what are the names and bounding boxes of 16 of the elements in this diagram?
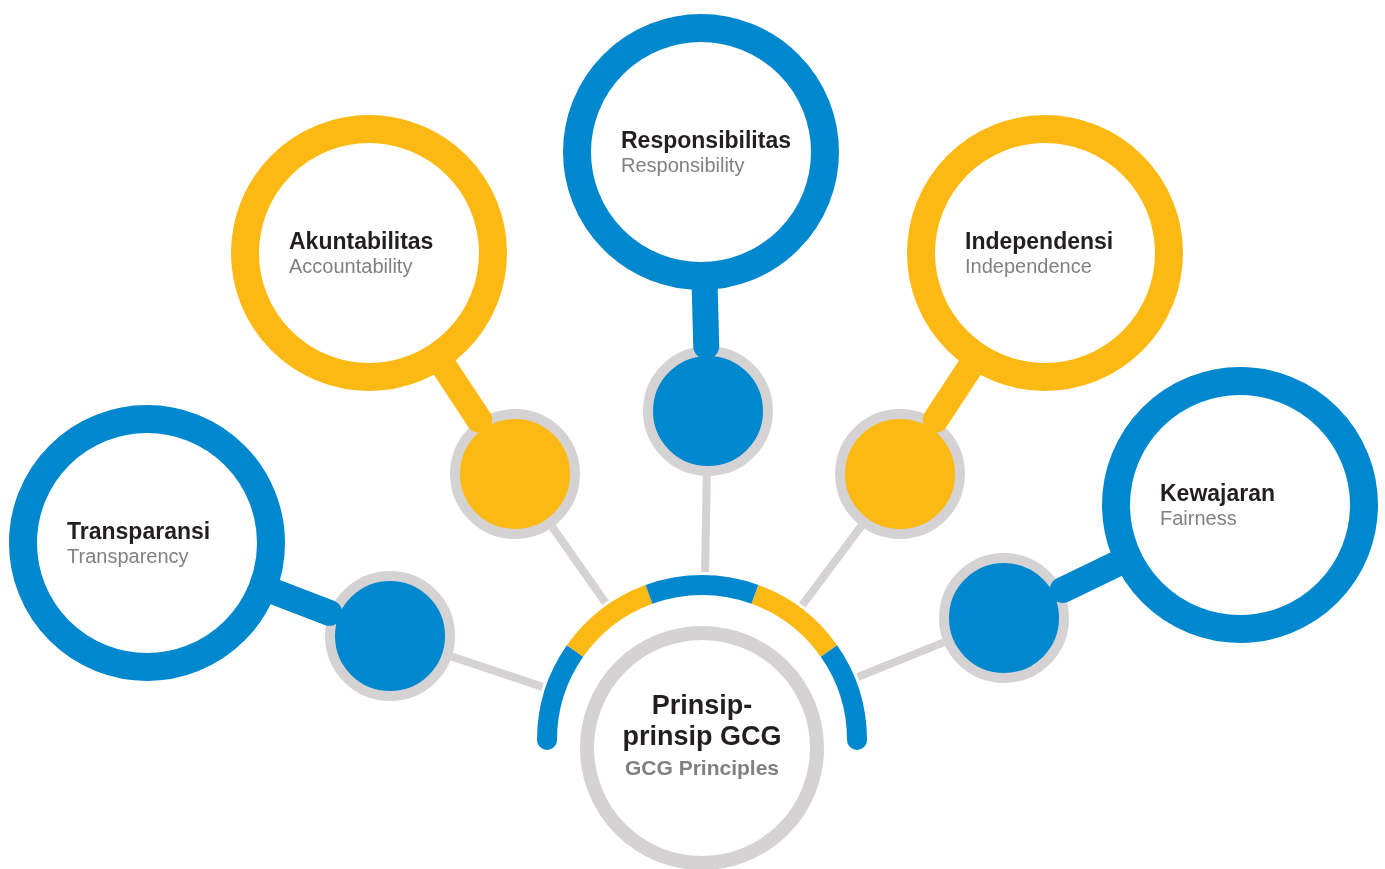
principle-translation: Accountability	[289, 254, 413, 279]
principle-title: Responsibilitas	[621, 126, 791, 154]
connector-line	[549, 524, 609, 605]
principle-translation: Independence	[965, 254, 1092, 279]
principle-translation: Responsibility	[621, 153, 745, 178]
connector-line	[856, 638, 946, 681]
principle-title: Transparansi	[67, 517, 211, 545]
principle-title: Akuntabilitas	[289, 227, 434, 255]
principle-translation: Fairness	[1160, 506, 1237, 531]
connector-line	[450, 652, 544, 691]
center-title: Prinsip-prinsip GCG	[621, 690, 783, 753]
center-subtitle: GCG Principles	[623, 756, 780, 781]
connector-line	[799, 523, 865, 608]
principle-title: Kewajaran	[1160, 479, 1276, 507]
principle-translation: Transparency	[67, 544, 189, 569]
principle-title: Independensi	[965, 227, 1114, 255]
